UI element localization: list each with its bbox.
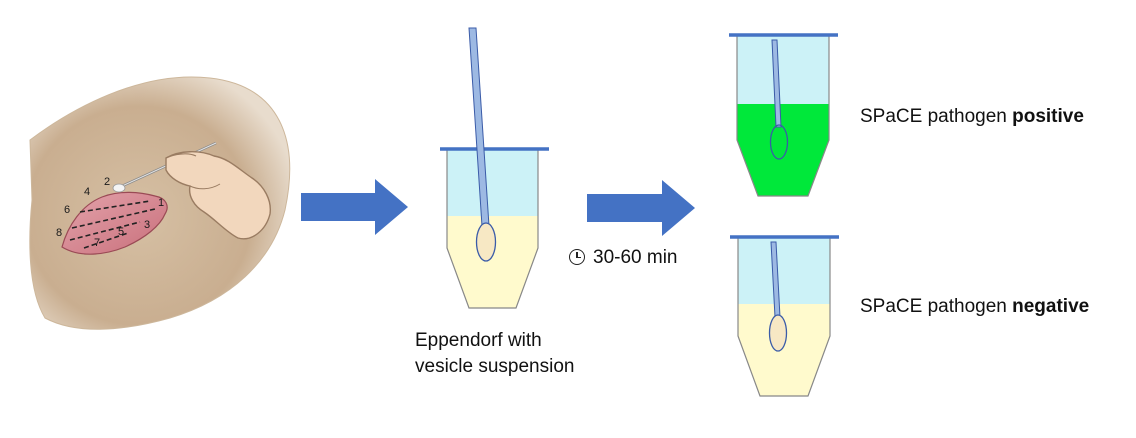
tube-outline xyxy=(736,36,830,197)
result-negative-prefix: SPaCE pathogen xyxy=(860,296,1013,317)
incubation-time-text: 30-60 min xyxy=(593,247,678,268)
eppendorf-tube xyxy=(440,27,549,309)
zone-number: 7 xyxy=(94,237,100,249)
tube-top-liquid xyxy=(737,36,829,104)
zone-number: 4 xyxy=(84,186,90,198)
eppendorf-caption-line2: vesicle suspension xyxy=(415,356,575,377)
swab-tip xyxy=(768,314,788,352)
result-positive-label: SPaCE pathogen positive xyxy=(860,104,1084,130)
vesicle-suspension xyxy=(447,216,538,308)
tube-top-liquid xyxy=(738,238,830,304)
positive-fluid xyxy=(737,104,829,196)
zone-number: 1 xyxy=(158,197,164,209)
positive-tube xyxy=(729,33,838,197)
zone-numbers: 1 2 3 4 5 6 7 8 xyxy=(56,176,164,249)
tube-top-liquid xyxy=(447,150,538,216)
result-negative-label: SPaCE pathogen negative xyxy=(860,294,1089,320)
right-arrow-icon xyxy=(587,180,695,236)
result-negative-word: negative xyxy=(1012,296,1090,317)
swab-stick xyxy=(771,39,782,128)
right-arrow-icon xyxy=(301,179,408,235)
result-positive-prefix: SPaCE pathogen xyxy=(860,106,1013,127)
negative-tube xyxy=(730,235,839,397)
result-positive-word: positive xyxy=(1012,106,1084,127)
swab-tip xyxy=(475,222,497,262)
zone-number: 3 xyxy=(144,219,150,231)
tube-outline xyxy=(737,238,831,397)
zone-number: 5 xyxy=(118,226,124,238)
swab-tip xyxy=(769,124,789,160)
eppendorf-caption: Eppendorf with vesicle suspension xyxy=(415,328,574,380)
clock-icon xyxy=(569,249,585,265)
eppendorf-caption-line1: Eppendorf with xyxy=(415,330,542,351)
rash-lesion xyxy=(61,191,168,255)
tube-outline xyxy=(446,150,539,309)
skin-swab-illustration: 1 2 3 4 5 6 7 8 xyxy=(29,76,291,330)
vesicle-suspension xyxy=(738,304,830,396)
zone-number: 2 xyxy=(104,176,110,188)
swab-zone-lines xyxy=(69,200,156,249)
zone-number: 6 xyxy=(64,204,70,216)
zone-number: 8 xyxy=(56,227,62,239)
incubation-time-label: 30-60 min xyxy=(569,245,678,271)
hand-illustration xyxy=(165,151,271,240)
